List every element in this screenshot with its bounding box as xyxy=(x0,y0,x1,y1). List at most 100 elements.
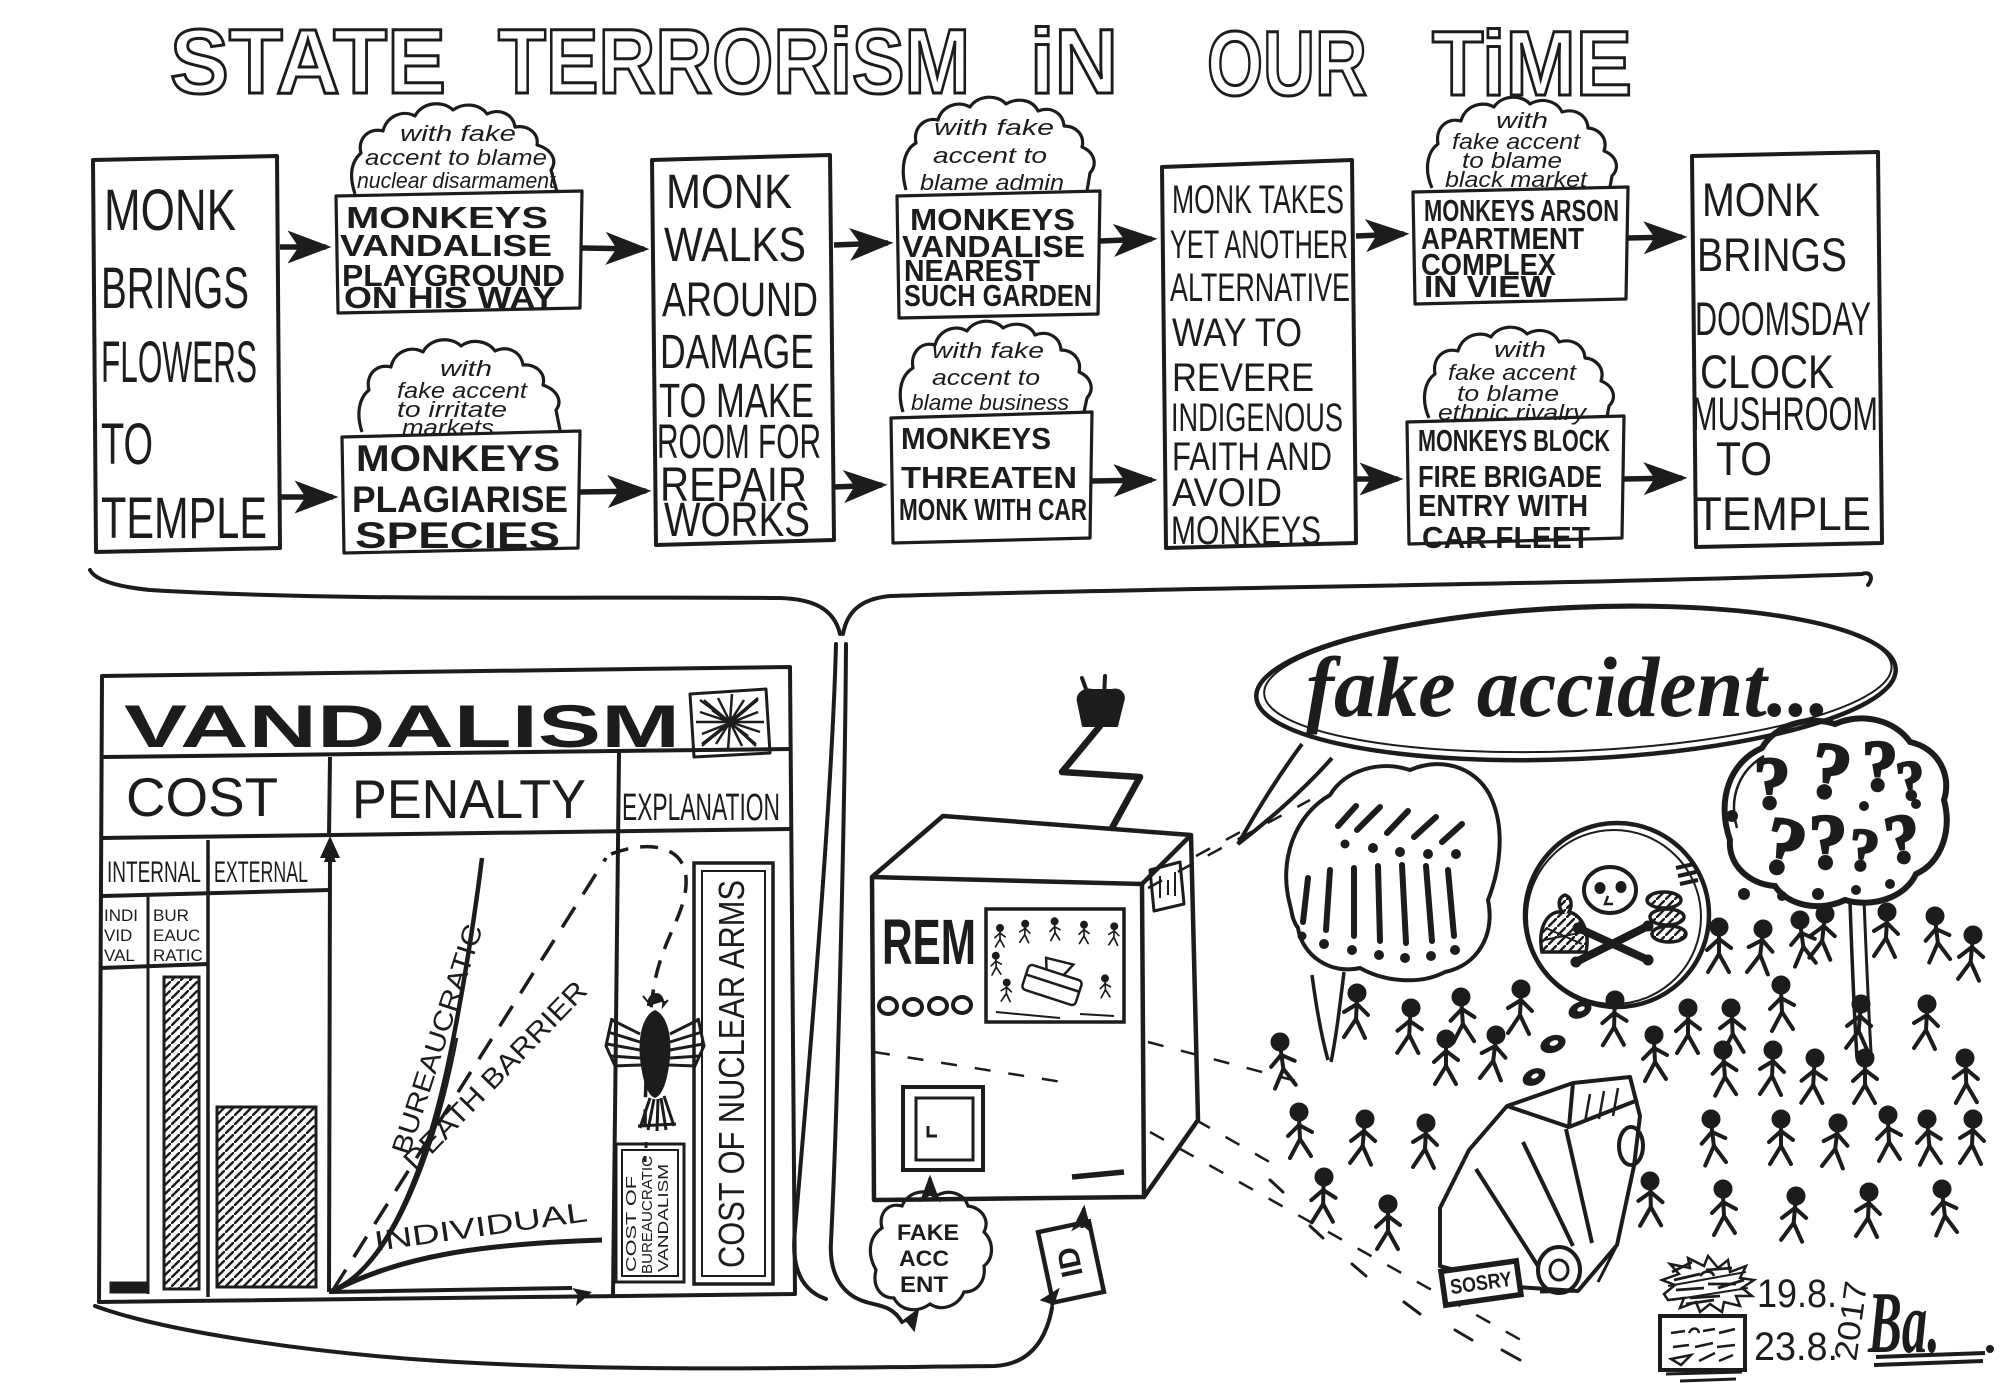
svg-text:CLOCK: CLOCK xyxy=(1700,345,1834,398)
svg-text:ACC: ACC xyxy=(899,1246,949,1271)
svg-text:fake accent: fake accent xyxy=(1452,129,1581,154)
svg-text:to irritate: to irritate xyxy=(397,397,507,422)
svg-text:ENT: ENT xyxy=(900,1272,949,1297)
svg-text:PLAYGROUND: PLAYGROUND xyxy=(342,258,565,293)
svg-text:markets: markets xyxy=(402,415,494,440)
svg-text:accent to: accent to xyxy=(933,143,1047,168)
svg-text:AROUND: AROUND xyxy=(662,274,818,327)
svg-text:BRINGS: BRINGS xyxy=(101,256,249,321)
svg-text:REVERE: REVERE xyxy=(1172,356,1314,400)
svg-text:TO: TO xyxy=(101,412,153,477)
svg-text:nuclear disarmament: nuclear disarmament xyxy=(357,168,556,193)
svg-text:VID: VID xyxy=(104,926,132,945)
svg-text:BRINGS: BRINGS xyxy=(1697,228,1847,281)
svg-text:APARTMENT: APARTMENT xyxy=(1421,221,1584,256)
svg-text:EXTERNAL: EXTERNAL xyxy=(214,856,308,889)
svg-text:EXPLANATION: EXPLANATION xyxy=(622,787,780,829)
svg-text:TO: TO xyxy=(1716,432,1772,485)
svg-text:MONKEYS: MONKEYS xyxy=(356,438,560,479)
svg-text:MONKEYS: MONKEYS xyxy=(1171,509,1321,553)
svg-text:ENTRY WITH: ENTRY WITH xyxy=(1418,488,1588,523)
svg-text:OUR: OUR xyxy=(1207,13,1367,115)
svg-text:STATE: STATE xyxy=(170,11,446,113)
svg-text:INDI: INDI xyxy=(104,906,138,925)
svg-text:COST: COST xyxy=(126,766,278,828)
svg-text:THREATEN: THREATEN xyxy=(901,460,1077,495)
svg-text:MONKEYS BLOCK: MONKEYS BLOCK xyxy=(1418,423,1610,458)
svg-text:accent to blame: accent to blame xyxy=(365,145,547,170)
svg-text:blame business: blame business xyxy=(911,390,1069,415)
svg-text:WAY TO: WAY TO xyxy=(1172,311,1302,355)
svg-text:with fake: with fake xyxy=(934,115,1054,140)
svg-text:IN VIEW: IN VIEW xyxy=(1424,269,1553,304)
svg-text:AVOID: AVOID xyxy=(1172,471,1282,515)
svg-text:to blame: to blame xyxy=(1457,381,1559,406)
svg-text:TEMPLE: TEMPLE xyxy=(1695,487,1871,540)
svg-text:iN: iN xyxy=(1030,11,1118,113)
svg-text:PENALTY: PENALTY xyxy=(352,768,586,830)
svg-text:FAITH AND: FAITH AND xyxy=(1172,435,1332,479)
svg-text:fake accident...: fake accident... xyxy=(1306,639,1830,735)
svg-text:with fake: with fake xyxy=(932,338,1044,363)
svg-text:RATIC: RATIC xyxy=(153,946,203,965)
svg-text:TiME: TiME xyxy=(1432,13,1632,115)
svg-text:REM: REM xyxy=(882,906,976,978)
svg-text:MONKEYS: MONKEYS xyxy=(901,421,1051,456)
svg-text:INTERNAL: INTERNAL xyxy=(107,856,201,889)
svg-text:VAL: VAL xyxy=(104,946,135,965)
svg-text:VANDALISM: VANDALISM xyxy=(124,693,680,760)
svg-text:MONK TAKES: MONK TAKES xyxy=(1172,178,1344,222)
svg-text:blame admin: blame admin xyxy=(920,170,1064,195)
svg-text:with: with xyxy=(440,356,492,381)
svg-text:TEMPLE: TEMPLE xyxy=(101,486,267,551)
svg-text:MONK WITH CAR: MONK WITH CAR xyxy=(899,492,1087,527)
svg-text:?: ? xyxy=(1862,726,1898,806)
svg-text:WORKS: WORKS xyxy=(664,494,810,547)
svg-text:COST OF NUCLEAR ARMS: COST OF NUCLEAR ARMS xyxy=(711,880,752,1268)
svg-text:SPECIES: SPECIES xyxy=(355,515,560,556)
svg-text:23.8.: 23.8. xyxy=(1754,1325,1838,1369)
svg-text:NEAREST: NEAREST xyxy=(904,253,1040,288)
svg-text:VANDALISE: VANDALISE xyxy=(340,228,552,263)
svg-text:FAKE: FAKE xyxy=(897,1220,959,1245)
svg-text:PLAGIARISE: PLAGIARISE xyxy=(352,479,568,520)
svg-text:TO MAKE: TO MAKE xyxy=(659,375,814,428)
svg-text:MONK: MONK xyxy=(104,178,236,243)
svg-text:with fake: with fake xyxy=(400,121,516,146)
svg-text:19.8.: 19.8. xyxy=(1757,1272,1837,1316)
svg-text:WALKS: WALKS xyxy=(664,219,806,272)
svg-text:black market: black market xyxy=(1445,167,1588,192)
svg-text:BUREAUCRATIC: BUREAUCRATIC xyxy=(639,1156,656,1274)
svg-text:EAUC: EAUC xyxy=(153,926,200,945)
svg-text:accent to: accent to xyxy=(932,365,1040,390)
svg-text:ID: ID xyxy=(1051,1244,1090,1280)
svg-text:DAMAGE: DAMAGE xyxy=(660,326,814,379)
svg-text:COMPLEX: COMPLEX xyxy=(1421,247,1556,282)
svg-text:DOOMSDAY: DOOMSDAY xyxy=(1695,292,1871,345)
svg-text:MONKEYS: MONKEYS xyxy=(910,202,1075,237)
svg-text:MONK: MONK xyxy=(1702,173,1820,226)
svg-text:with: with xyxy=(1496,108,1548,133)
svg-text:fake accent: fake accent xyxy=(1448,360,1577,385)
svg-text:COST OF: COST OF xyxy=(623,1176,640,1272)
svg-text:CAR FLEET: CAR FLEET xyxy=(1422,520,1590,555)
svg-text:ROOM FOR: ROOM FOR xyxy=(657,416,821,469)
svg-text:SUCH GARDEN: SUCH GARDEN xyxy=(904,278,1092,313)
svg-text:FLOWERS: FLOWERS xyxy=(101,330,257,395)
svg-text:VANDALISE: VANDALISE xyxy=(902,229,1085,264)
svg-text:ON HIS WAY: ON HIS WAY xyxy=(344,280,556,315)
svg-text:INDIGENOUS: INDIGENOUS xyxy=(1171,396,1343,440)
svg-text:ALTERNATIVE: ALTERNATIVE xyxy=(1170,266,1350,310)
svg-text:REPAIR: REPAIR xyxy=(660,459,807,512)
svg-text:?: ? xyxy=(1754,743,1791,825)
svg-text:MUSHROOM: MUSHROOM xyxy=(1692,387,1878,440)
svg-text:VANDALISM: VANDALISM xyxy=(655,1164,672,1272)
svg-text:FIRE BRIGADE: FIRE BRIGADE xyxy=(1418,459,1602,494)
svg-text:to blame: to blame xyxy=(1462,148,1562,173)
svg-text:MONKEYS: MONKEYS xyxy=(346,200,548,235)
svg-text:ethnic rivalry: ethnic rivalry xyxy=(1438,400,1588,425)
svg-text:YET ANOTHER: YET ANOTHER xyxy=(1170,223,1348,267)
svg-text:fake accent: fake accent xyxy=(397,378,528,403)
svg-text:MONK: MONK xyxy=(666,166,792,219)
svg-text:TERRORiSM: TERRORiSM xyxy=(498,11,970,113)
